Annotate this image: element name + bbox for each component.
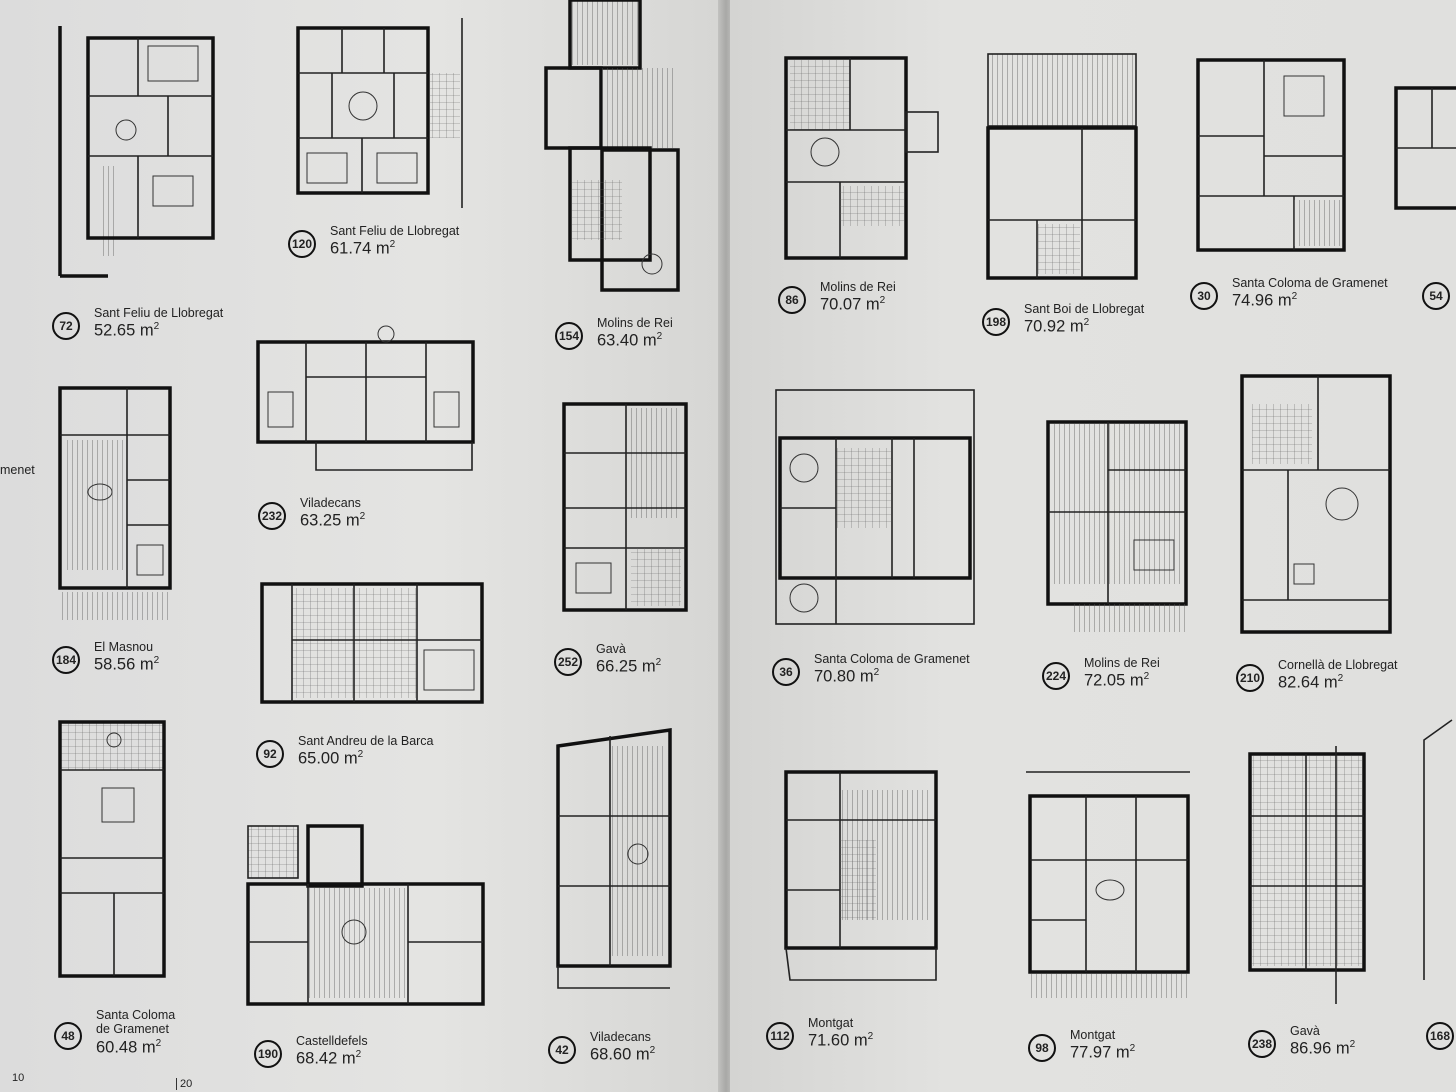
place-name: Molins de Rei (1084, 656, 1160, 670)
floor-area: 71.60 m2 (808, 1031, 874, 1050)
plan-number-badge: 210 (1236, 664, 1264, 692)
right-page: 86 Molins de Rei 70.07 m2 198 Sant Boi d… (730, 0, 1456, 1092)
plan-number-badge: 190 (254, 1040, 282, 1068)
folio-mark: 20 (176, 1078, 192, 1090)
plan-number-badge: 54 (1422, 282, 1450, 310)
floor-plan-30 (1196, 58, 1346, 252)
floor-plan-190 (246, 824, 485, 1006)
floor-plan-120 (296, 18, 463, 208)
place-name: Molins de Rei (820, 280, 896, 294)
plan-number-badge: 168 (1426, 1022, 1454, 1050)
place-name: Sant Andreu de la Barca (298, 734, 434, 748)
caption-168: 168 (1426, 1016, 1456, 1060)
place-name: Viladecans (590, 1030, 651, 1044)
plan-number-badge: 184 (52, 646, 80, 674)
place-name: Castelldefels (296, 1034, 368, 1048)
plan-number-badge: 232 (258, 502, 286, 530)
floor-area: 61.74 m2 (330, 239, 396, 258)
floor-area: 65.00 m2 (298, 749, 364, 768)
floor-plan-168 (1423, 719, 1453, 980)
plan-number-badge: 36 (772, 658, 800, 686)
plan-number-badge: 72 (52, 312, 80, 340)
floor-plan-86 (784, 56, 939, 260)
floor-area: 68.42 m2 (296, 1049, 362, 1068)
floor-plan-238 (1248, 746, 1366, 1004)
floor-area: 74.96 m2 (1232, 291, 1298, 310)
floor-area: 58.56 m2 (94, 655, 160, 674)
floor-area: 63.25 m2 (300, 511, 366, 530)
cut-off-caption: menet (0, 463, 35, 477)
floor-area: 70.07 m2 (820, 295, 886, 314)
floor-plan-210 (1240, 374, 1392, 634)
place-name: Sant Feliu de Llobregat (330, 224, 460, 238)
place-name: Montgat (1070, 1028, 1116, 1042)
plan-number-badge: 42 (548, 1036, 576, 1064)
place-name: Cornellà de Llobregat (1278, 658, 1398, 672)
floor-area: 86.96 m2 (1290, 1039, 1356, 1058)
place-name: Santa Coloma de Gramenet (1232, 276, 1388, 290)
plan-number-badge: 120 (288, 230, 316, 258)
place-name: Santa Coloma de Gramenet (814, 652, 970, 666)
floor-plan-42 (556, 727, 672, 989)
floor-plan-224 (1046, 420, 1188, 632)
place-name: Gavà (596, 642, 626, 656)
floor-area: 82.64 m2 (1278, 673, 1344, 692)
place-name: Gavà (1290, 1024, 1320, 1038)
floor-plan-198 (986, 53, 1138, 280)
plan-number-badge: 92 (256, 740, 284, 768)
floor-area: 63.40 m2 (597, 331, 663, 350)
floor-area: 72.05 m2 (1084, 671, 1150, 690)
place-name: Molins de Rei (597, 316, 673, 330)
floor-plan-232 (256, 325, 475, 471)
plan-number-badge: 154 (555, 322, 583, 350)
floor-plan-48 (58, 720, 166, 978)
floor-area: 70.80 m2 (814, 667, 880, 686)
floor-plan-154 (544, 0, 680, 292)
floor-plan-54 (1394, 86, 1456, 210)
floor-area: 70.92 m2 (1024, 317, 1090, 336)
place-name: El Masnou (94, 640, 154, 654)
plan-number-badge: 252 (554, 648, 582, 676)
place-name: Montgat (808, 1016, 854, 1030)
floor-plan-184 (58, 386, 172, 620)
plan-number-badge: 30 (1190, 282, 1218, 310)
floor-area: 66.25 m2 (596, 657, 662, 676)
floor-plan-252 (562, 402, 688, 612)
floor-area: 77.97 m2 (1070, 1043, 1136, 1062)
left-page: menet (0, 0, 722, 1092)
floor-plan-112 (784, 770, 938, 981)
plan-number-badge: 198 (982, 308, 1010, 336)
floor-area: 60.48 m2 (96, 1038, 162, 1057)
floor-area: 68.60 m2 (590, 1045, 656, 1064)
plan-number-badge: 98 (1028, 1034, 1056, 1062)
plan-number-badge: 48 (54, 1022, 82, 1050)
plan-number-badge: 112 (766, 1022, 794, 1050)
place-name: Viladecans (300, 496, 361, 510)
floor-area: 52.65 m2 (94, 321, 160, 340)
place-name: Sant Feliu de Llobregat (94, 306, 224, 320)
page-number: 10 (12, 1072, 25, 1084)
plan-number-badge: 86 (778, 286, 806, 314)
floor-plan-36 (775, 389, 975, 625)
place-name: Sant Boi de Llobregat (1024, 302, 1145, 316)
floor-plan-92 (260, 582, 484, 704)
plan-number-badge: 238 (1248, 1030, 1276, 1058)
caption-54: 54 (1422, 276, 1456, 320)
plan-number-badge: 224 (1042, 662, 1070, 690)
floor-plan-72 (58, 26, 215, 278)
floor-plan-98 (1026, 771, 1190, 998)
